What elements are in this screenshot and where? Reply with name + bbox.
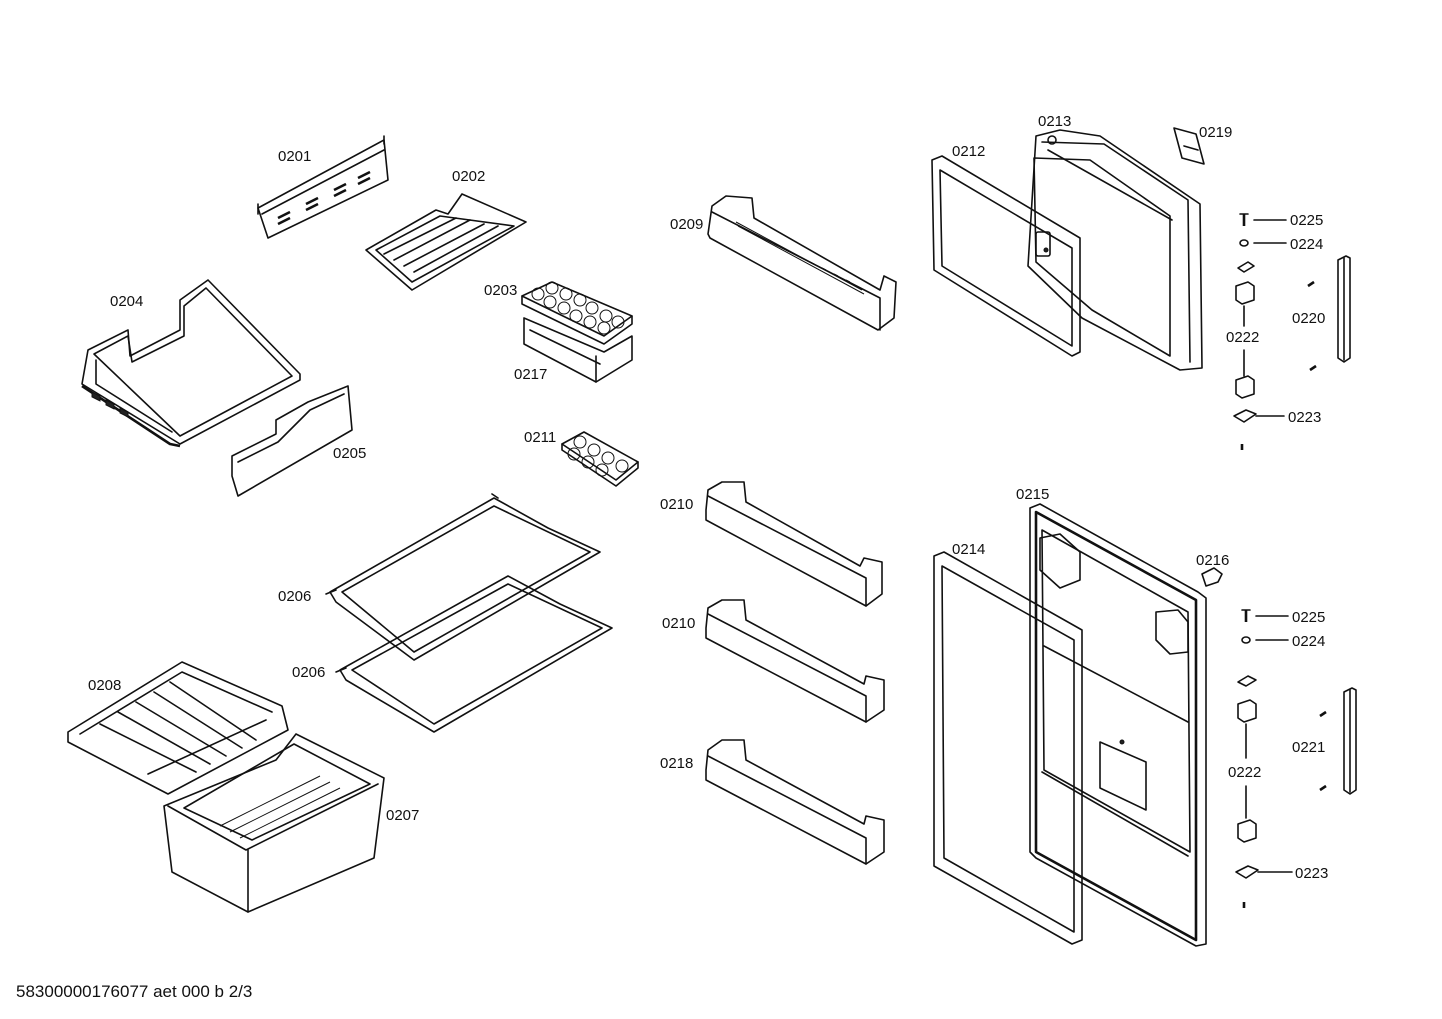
part-0225-screw-lower[interactable] — [1241, 609, 1289, 622]
callout-0212: 0212 — [952, 143, 985, 160]
part-0210-door-bin-1[interactable] — [705, 481, 883, 607]
part-0222-hinge-upper[interactable] — [1235, 261, 1255, 399]
callout-0210-b: 0210 — [662, 615, 695, 632]
callout-0206-upper: 0206 — [278, 588, 311, 605]
part-0225-screw-upper[interactable] — [1239, 213, 1287, 226]
part-0222-hinge-lower[interactable] — [1237, 675, 1257, 843]
callout-0224-lower: 0224 — [1292, 633, 1325, 650]
callout-0222-lower: 0222 — [1228, 764, 1261, 781]
part-0223-hinge-plate-lower[interactable] — [1235, 865, 1293, 908]
part-0212-door-gasket[interactable] — [931, 155, 1081, 357]
part-0209-bottle-bin[interactable] — [707, 195, 897, 331]
part-0223-hinge-plate-upper[interactable] — [1233, 409, 1285, 450]
part-0220-door-handle[interactable] — [1307, 255, 1351, 372]
part-0202-shelf-grid[interactable] — [365, 193, 527, 291]
part-0208-crisper-cover[interactable] — [67, 661, 289, 795]
part-0205-tray-cover[interactable] — [231, 385, 353, 497]
part-0224-washer-lower[interactable] — [1241, 636, 1289, 644]
callout-0208: 0208 — [88, 677, 121, 694]
callout-0225-lower: 0225 — [1292, 609, 1325, 626]
part-0206-glass-shelf-lower[interactable] — [335, 575, 613, 733]
part-0218-door-bin[interactable] — [705, 739, 885, 865]
callout-0202: 0202 — [452, 168, 485, 185]
part-0224-washer-upper[interactable] — [1239, 239, 1287, 247]
part-0207-crisper-drawer[interactable] — [163, 733, 385, 913]
part-0221-door-handle[interactable] — [1319, 687, 1357, 795]
callout-0225-upper: 0225 — [1290, 212, 1323, 229]
callout-0219: 0219 — [1199, 124, 1232, 141]
part-0211-egg-tray[interactable] — [561, 431, 639, 487]
callout-0213: 0213 — [1038, 113, 1071, 130]
callout-0224-upper: 0224 — [1290, 236, 1323, 253]
callout-0209: 0209 — [670, 216, 703, 233]
callout-0222-upper: 0222 — [1226, 329, 1259, 346]
callout-0217: 0217 — [514, 366, 547, 383]
drawing-number: 58300000176077 aet 000 b 2/3 — [16, 982, 253, 1001]
callout-0223-upper: 0223 — [1288, 409, 1321, 426]
callout-0211: 0211 — [524, 429, 556, 446]
callout-0207: 0207 — [386, 807, 419, 824]
part-0206-glass-shelf-upper[interactable] — [325, 493, 601, 661]
part-0216-hinge-cap[interactable] — [1201, 567, 1223, 587]
callout-0215: 0215 — [1016, 486, 1049, 503]
part-0210-door-bin-2[interactable] — [705, 599, 885, 723]
part-0214-door-gasket[interactable] — [933, 551, 1083, 945]
callout-0223-lower: 0223 — [1295, 865, 1328, 882]
part-0203-ice-tray[interactable] — [521, 281, 633, 345]
callout-0204: 0204 — [110, 293, 143, 310]
callout-0203: 0203 — [484, 282, 517, 299]
callout-0206-lower: 0206 — [292, 664, 325, 681]
callout-0210-a: 0210 — [660, 496, 693, 513]
callout-0205: 0205 — [333, 445, 366, 462]
part-0219-rating-label[interactable] — [1173, 127, 1205, 165]
part-0201-vent-panel[interactable] — [257, 135, 389, 239]
part-0215-fridge-door[interactable] — [1029, 503, 1207, 947]
callout-0214: 0214 — [952, 541, 985, 558]
callout-0218: 0218 — [660, 755, 693, 772]
callout-0221: 0221 — [1292, 739, 1325, 756]
part-0217-ice-box[interactable] — [523, 317, 633, 383]
part-0204-chiller-tray[interactable] — [81, 279, 301, 448]
part-0213-freezer-door[interactable] — [1027, 129, 1203, 371]
callout-0220: 0220 — [1292, 310, 1325, 327]
callout-0201: 0201 — [278, 148, 311, 165]
callout-0216: 0216 — [1196, 552, 1229, 569]
